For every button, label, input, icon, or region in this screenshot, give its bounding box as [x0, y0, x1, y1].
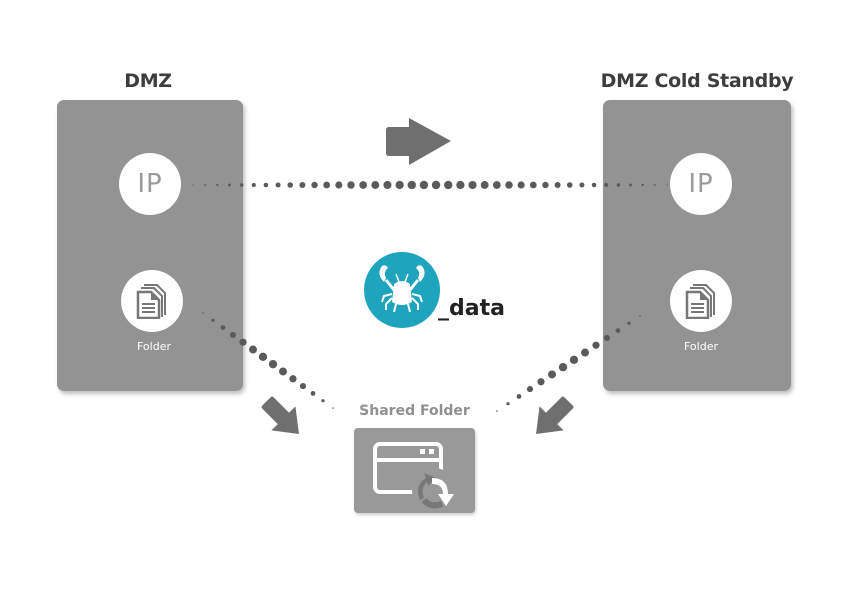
- dmz-folder-node: [121, 270, 183, 332]
- dmz-cold-standby-title: DMZ Cold Standby: [600, 70, 794, 92]
- connector-dot: [216, 183, 219, 187]
- connector-dot: [496, 410, 498, 412]
- connector-dot: [229, 331, 237, 338]
- dmz-cold-standby-panel: [603, 100, 791, 391]
- connector-dot: [468, 180, 477, 190]
- connector-dot: [311, 181, 318, 189]
- dmz-panel: [57, 100, 243, 391]
- dmz-folder-label: Folder: [137, 340, 171, 353]
- connector-dot: [558, 362, 568, 372]
- connector-dot: [615, 328, 621, 333]
- ip-label: IP: [688, 169, 714, 199]
- shared-folder-sync-icon: [373, 442, 456, 512]
- connector-dot: [299, 383, 307, 390]
- connector-dot: [591, 182, 597, 188]
- connector-dot: [251, 182, 256, 188]
- connector-dot: [517, 181, 525, 189]
- ip-label: IP: [137, 169, 163, 199]
- connector-dot: [321, 399, 325, 403]
- crab-logo: [364, 252, 440, 328]
- connector-dot: [581, 348, 589, 357]
- connector-dot: [228, 183, 231, 187]
- crab-icon: [379, 265, 425, 313]
- connector-dot: [529, 181, 537, 189]
- connector-dot: [616, 183, 621, 187]
- connector-dot: [371, 181, 380, 189]
- connector-dot: [666, 184, 668, 186]
- connector-dot: [480, 181, 489, 189]
- connector-dot: [407, 180, 416, 190]
- connector-dot: [239, 183, 244, 187]
- connector-dot: [332, 407, 334, 409]
- connector-dot: [419, 180, 429, 190]
- connector-dot: [603, 334, 611, 341]
- connector-dot: [516, 394, 522, 399]
- connector-dot: [287, 182, 293, 188]
- brand-text: _data: [438, 296, 505, 321]
- connector-dot: [641, 183, 644, 187]
- connector-dot: [263, 182, 269, 188]
- connector-dot: [579, 182, 585, 188]
- connector-dot: [554, 182, 561, 188]
- right-to-shared-arrow-icon: [536, 396, 574, 434]
- shared-folder-node: [354, 428, 475, 513]
- connector-dot: [431, 180, 441, 190]
- connector-dot: [639, 315, 641, 317]
- connector-dot: [323, 181, 331, 189]
- connector-dot: [505, 181, 513, 189]
- replication-arrow-icon: [386, 118, 451, 165]
- connector-dot: [627, 321, 631, 325]
- connector-dot: [279, 367, 287, 376]
- connector-dot: [211, 318, 215, 322]
- dmz-ip-node: IP: [119, 153, 181, 215]
- connector-dot: [249, 345, 257, 354]
- document-icon: [136, 284, 166, 319]
- connector-dot: [604, 182, 609, 188]
- connector-dot: [335, 181, 343, 189]
- document-icon: [685, 284, 715, 319]
- connector-dot: [537, 378, 545, 386]
- connector-dot: [258, 352, 268, 362]
- connector-dot: [444, 180, 453, 190]
- connector-dot: [548, 370, 556, 379]
- connector-dot: [506, 402, 510, 406]
- dmz-title: DMZ: [124, 70, 172, 92]
- standby-folder-label: Folder: [684, 340, 718, 353]
- connector-dot: [239, 338, 247, 346]
- ip-sync-dotted-line: [192, 180, 668, 190]
- connector-dot: [383, 180, 392, 190]
- connector-dot: [268, 359, 278, 369]
- standby-folder-node: [670, 270, 732, 332]
- connector-dot: [220, 325, 226, 330]
- connector-dot: [569, 355, 579, 365]
- connector-dot: [289, 375, 297, 383]
- connector-dot: [492, 181, 501, 189]
- connector-dot: [204, 184, 207, 186]
- standby-ip-node: IP: [670, 153, 732, 215]
- connector-dot: [275, 182, 281, 188]
- connector-dot: [202, 312, 204, 314]
- connector-dot: [592, 341, 600, 349]
- connector-dot: [629, 183, 632, 187]
- connector-dot: [542, 181, 549, 189]
- connector-dot: [359, 181, 368, 189]
- connector-dot: [567, 182, 573, 188]
- connector-dot: [310, 391, 316, 396]
- connector-dot: [456, 180, 465, 190]
- connector-dot: [299, 182, 306, 188]
- right-folder-dotted-line: [496, 315, 641, 412]
- left-to-shared-arrow-icon: [261, 396, 299, 434]
- connector-dot: [526, 386, 534, 393]
- shared-folder-label: Shared Folder: [359, 403, 470, 419]
- left-folder-dotted-line: [202, 312, 334, 409]
- connector-dot: [395, 180, 404, 190]
- connector-dot: [347, 181, 355, 189]
- connector-dot: [653, 184, 656, 186]
- connector-dot: [192, 184, 194, 186]
